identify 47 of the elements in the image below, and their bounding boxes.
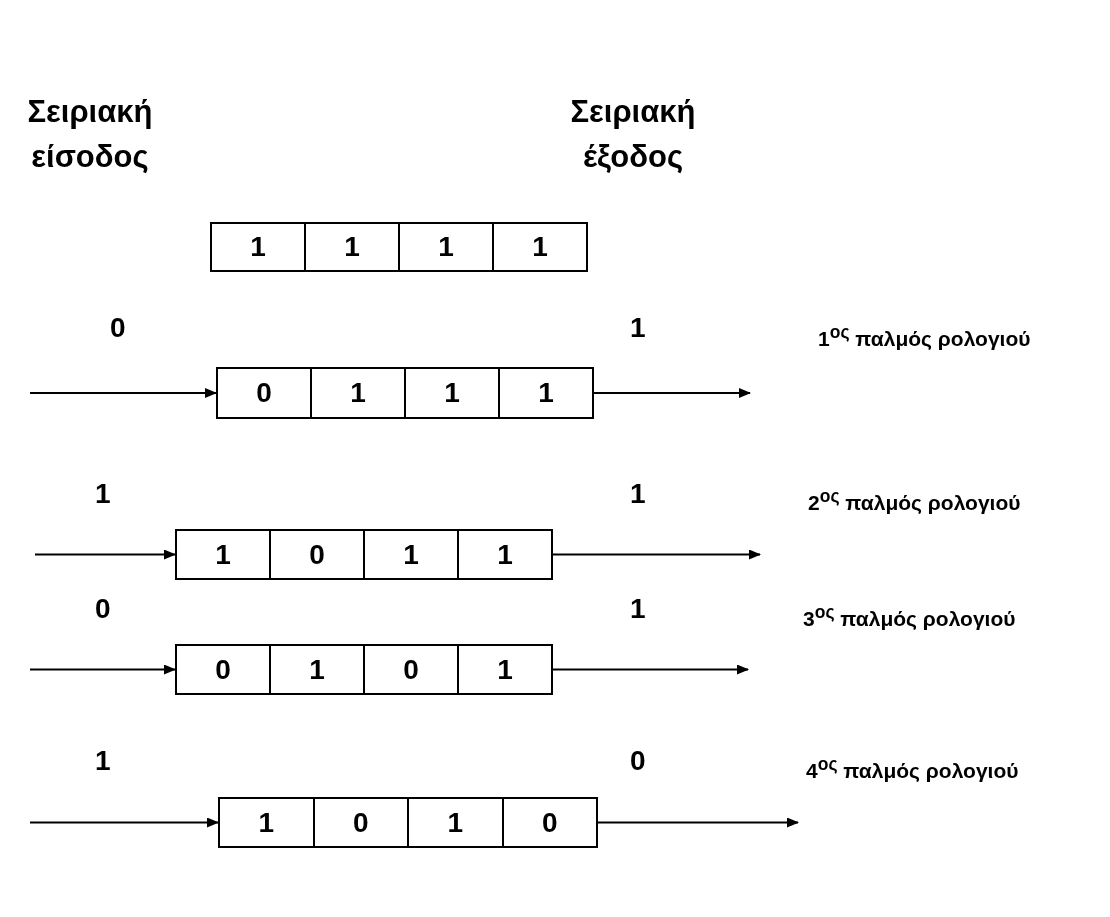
- input-bit: 1: [95, 478, 111, 510]
- shift-register: [175, 529, 553, 580]
- bit-cell: 1: [398, 224, 492, 270]
- arrow: [29, 388, 217, 398]
- bit-cell: 1: [304, 224, 398, 270]
- bit-cell: 0: [501, 799, 596, 846]
- arrow: [29, 664, 176, 675]
- bit-cell: 0: [363, 646, 457, 693]
- bit-cell: 1: [220, 799, 313, 846]
- shift-register: [218, 797, 598, 848]
- output-bit: 0: [630, 745, 646, 777]
- input-bit: 0: [95, 593, 111, 625]
- bit-cell: 1: [310, 369, 404, 417]
- column-heading: Σειριακή έξοδος: [569, 93, 697, 176]
- bit-cell: 1: [492, 224, 586, 270]
- bit-cell: 1: [269, 646, 363, 693]
- bit-cell: 1: [498, 369, 592, 417]
- clock-pulse-label: 3$^{ος}$ παλμός ρολογιού: [803, 602, 1016, 631]
- clock-pulse-label: 4$^{ος}$ παλμός ρολογιού: [806, 754, 1019, 783]
- input-bit: 1: [95, 745, 111, 777]
- bit-cell: 1: [212, 224, 304, 270]
- arrow: [593, 388, 751, 398]
- column-heading: Σειριακή είσοδος: [26, 93, 154, 176]
- bit-cell: 0: [218, 369, 310, 417]
- bit-cell: 1: [457, 531, 551, 578]
- bit-cell: 1: [363, 531, 457, 578]
- output-bit: 1: [630, 478, 646, 510]
- arrow: [29, 817, 219, 828]
- arrow: [597, 817, 799, 828]
- shift-register: [175, 644, 553, 695]
- input-bit: 0: [110, 312, 126, 344]
- arrow: [34, 549, 176, 560]
- bit-cell: 1: [407, 799, 502, 846]
- bit-cell: 0: [177, 646, 269, 693]
- shift-register: [216, 367, 594, 419]
- bit-cell: 0: [269, 531, 363, 578]
- output-bit: 1: [630, 312, 646, 344]
- bit-cell: 1: [177, 531, 269, 578]
- arrow: [552, 549, 761, 560]
- output-bit: 1: [630, 593, 646, 625]
- bit-cell: 0: [312, 799, 407, 846]
- bit-cell: 1: [457, 646, 551, 693]
- clock-pulse-label: 1$^{ος}$ παλμός ρολογιού: [818, 322, 1031, 351]
- arrow: [552, 664, 749, 675]
- bit-cell: 1: [404, 369, 498, 417]
- shift-register: [210, 222, 588, 272]
- clock-pulse-label: 2$^{ος}$ παλμός ρολογιού: [808, 486, 1021, 515]
